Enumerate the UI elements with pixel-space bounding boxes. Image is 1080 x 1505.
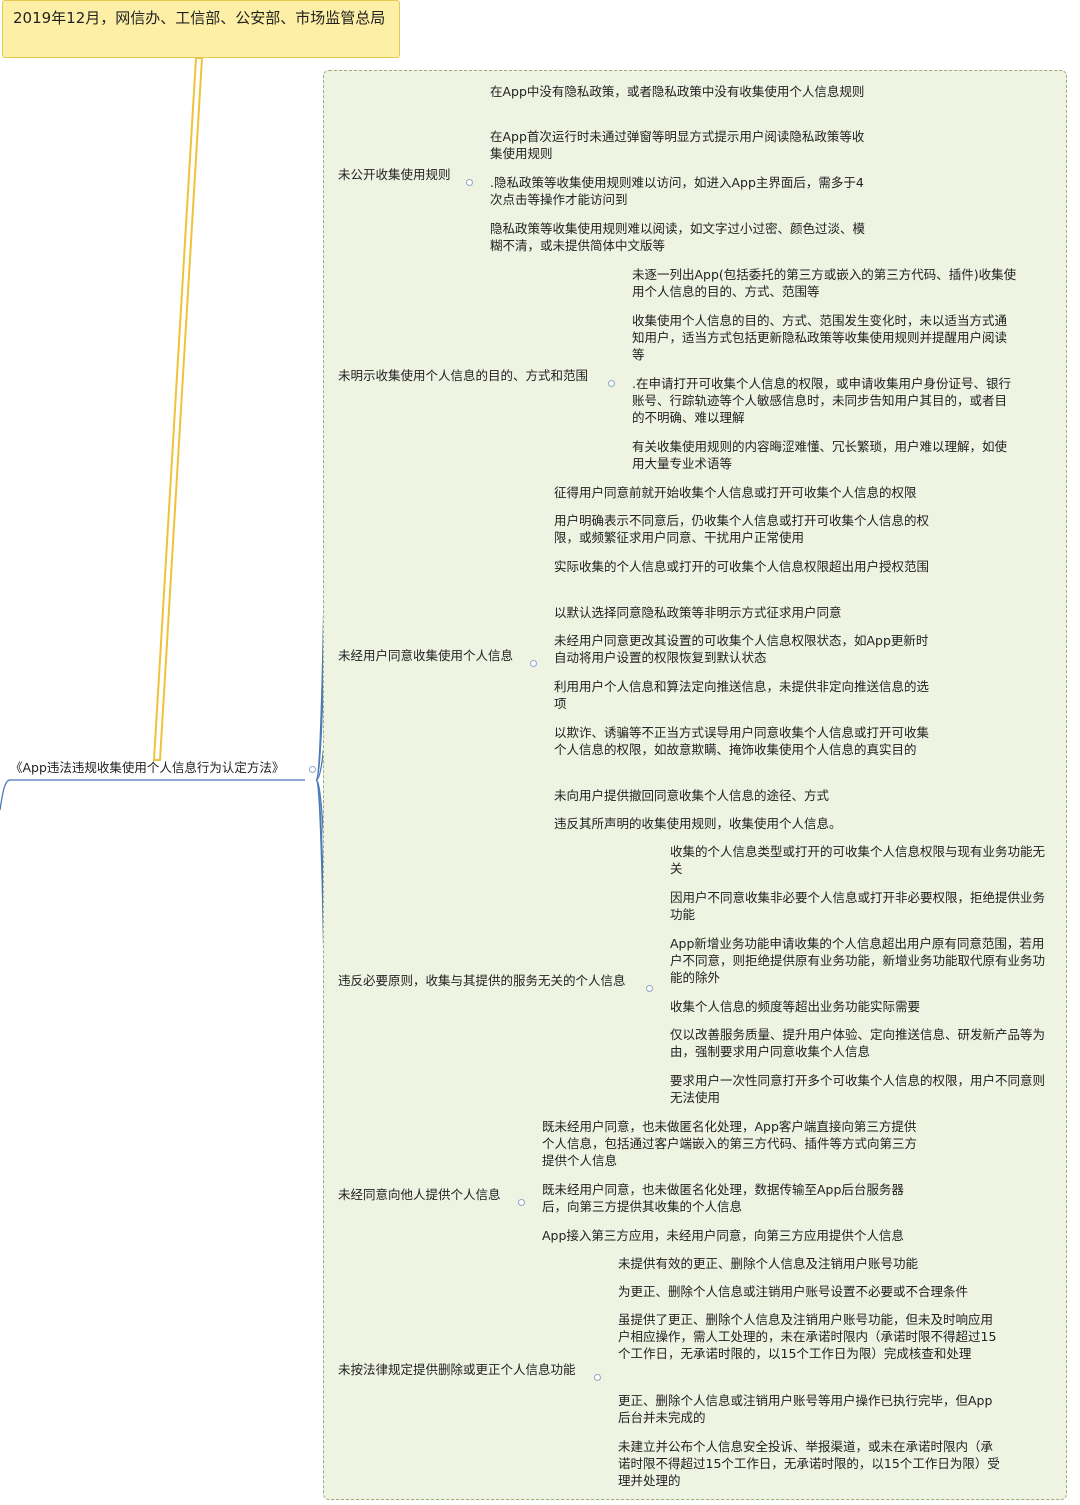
branch-topic[interactable]: 未经同意向他人提供个人信息 <box>338 1187 501 1202</box>
boundary-region <box>323 70 1067 1500</box>
leaf-topic[interactable]: 仅以改善服务质量、提升用户体验、定向推送信息、研发新产品等为由，强制要求用户同意… <box>670 1027 1046 1059</box>
leaf-topic[interactable]: 实际收集的个人信息或打开的可收集个人信息权限超出用户授权范围 <box>554 559 930 574</box>
branch-collapse-toggle[interactable] <box>466 179 473 186</box>
leaf-topic[interactable]: 收集使用个人信息的目的、方式、范围发生变化时，未以适当方式通知用户，适当方式包括… <box>632 313 1008 362</box>
leaf-topic[interactable]: 有关收集使用规则的内容晦涩难懂、冗长繁琐，用户难以理解，如使用大量专业术语等 <box>632 439 1008 471</box>
leaf-topic[interactable]: 以欺诈、诱骗等不正当方式误导用户同意收集个人信息或打开可收集个人信息的权限，如故… <box>554 725 930 757</box>
leaf-topic[interactable]: 虽提供了更正、删除个人信息及注销用户账号功能，但未及时响应用户相应操作，需人工处… <box>618 1312 997 1361</box>
branch-topic[interactable]: 违反必要原则，收集与其提供的服务无关的个人信息 <box>338 973 626 988</box>
leaf-topic[interactable]: 为更正、删除个人信息或注销用户账号设置不必要或不合理条件 <box>618 1284 969 1299</box>
leaf-topic[interactable]: .在申请打开可收集个人信息的权限，或申请收集用户身份证号、银行账号、行踪轨迹等个… <box>632 376 1011 425</box>
branch-collapse-toggle[interactable] <box>530 660 537 667</box>
leaf-topic[interactable]: App接入第三方应用，未经用户同意，向第三方应用提供个人信息 <box>542 1228 904 1243</box>
branch-collapse-toggle[interactable] <box>594 1374 601 1381</box>
leaf-topic[interactable]: 要求用户一次性同意打开多个可收集个人信息的权限，用户不同意则无法使用 <box>670 1073 1046 1105</box>
root-collapse-toggle[interactable] <box>309 766 316 773</box>
leaf-topic[interactable]: 因用户不同意收集非必要个人信息或打开非必要权限，拒绝提供业务功能 <box>670 890 1046 922</box>
leaf-topic[interactable]: 在App中没有隐私政策，或者隐私政策中没有收集使用个人信息规则 <box>490 84 865 99</box>
leaf-topic[interactable]: 未经用户同意更改其设置的可收集个人信息权限状态，如App更新时自动将用户设置的权… <box>554 633 929 665</box>
root-underline <box>0 779 305 811</box>
branch-collapse-toggle[interactable] <box>518 1199 525 1206</box>
leaf-topic[interactable]: 未提供有效的更正、删除个人信息及注销用户账号功能 <box>618 1256 919 1271</box>
leaf-topic[interactable]: 未逐一列出App(包括委托的第三方或嵌入的第三方代码、插件)收集使用个人信息的目… <box>632 267 1017 299</box>
leaf-topic[interactable]: 用户明确表示不同意后，仍收集个人信息或打开可收集个人信息的权限，或频繁征求用户同… <box>554 513 930 545</box>
leaf-topic[interactable]: 既未经用户同意，也未做匿名化处理，数据传输至App后台服务器后，向第三方提供其收… <box>542 1182 904 1214</box>
branch-topic[interactable]: 未经用户同意收集使用个人信息 <box>338 648 514 663</box>
leaf-topic[interactable]: .隐私政策等收集使用规则难以访问，如进入App主界面后，需多于4次点击等操作才能… <box>490 175 864 207</box>
leaf-topic[interactable]: 在App首次运行时未通过弹窗等明显方式提示用户阅读隐私政策等收集使用规则 <box>490 129 865 161</box>
leaf-topic[interactable]: 更正、删除个人信息或注销用户账号等用户操作已执行完毕，但App后台并未完成的 <box>618 1393 993 1425</box>
leaf-topic[interactable]: 收集的个人信息类型或打开的可收集个人信息权限与现有业务功能无关 <box>670 844 1046 876</box>
leaf-topic[interactable]: App新增业务功能申请收集的个人信息超出用户原有同意范围，若用户不同意，则拒绝提… <box>670 936 1046 985</box>
note-callout[interactable]: 2019年12月，网信办、工信部、公安部、市场监管总局 <box>2 0 400 58</box>
branch-topic[interactable]: 未公开收集使用规则 <box>338 167 451 182</box>
root-topic[interactable]: 《App违法违规收集使用个人信息行为认定方法》 <box>10 760 285 775</box>
leaf-topic[interactable]: 未向用户提供撤回同意收集个人信息的途径、方式 <box>554 788 830 803</box>
leaf-topic[interactable]: 以默认选择同意隐私政策等非明示方式征求用户同意 <box>554 605 842 620</box>
leaf-topic[interactable]: 收集个人信息的频度等超出业务功能实际需要 <box>670 999 921 1014</box>
branch-collapse-toggle[interactable] <box>646 985 653 992</box>
leaf-topic[interactable]: 隐私政策等收集使用规则难以阅读，如文字过小过密、颜色过淡、模糊不清，或未提供简体… <box>490 221 866 253</box>
leaf-topic[interactable]: 既未经用户同意，也未做匿名化处理，App客户端直接向第三方提供个人信息，包括通过… <box>542 1119 918 1168</box>
branch-collapse-toggle[interactable] <box>608 380 615 387</box>
leaf-topic[interactable]: 利用用户个人信息和算法定向推送信息，未提供非定向推送信息的选项 <box>554 679 930 711</box>
branch-topic[interactable]: 未明示收集使用个人信息的目的、方式和范围 <box>338 368 589 383</box>
leaf-topic[interactable]: 违反其所声明的收集使用规则，收集使用个人信息。 <box>554 816 842 831</box>
branch-topic[interactable]: 未按法律规定提供删除或更正个人信息功能 <box>338 1362 576 1377</box>
leaf-topic[interactable]: 征得用户同意前就开始收集个人信息或打开可收集个人信息的权限 <box>554 485 917 500</box>
leaf-topic[interactable]: 未建立并公布个人信息安全投诉、举报渠道，或未在承诺时限内（承诺时限不得超过15个… <box>618 1439 1000 1488</box>
note-connector-line <box>152 57 204 761</box>
